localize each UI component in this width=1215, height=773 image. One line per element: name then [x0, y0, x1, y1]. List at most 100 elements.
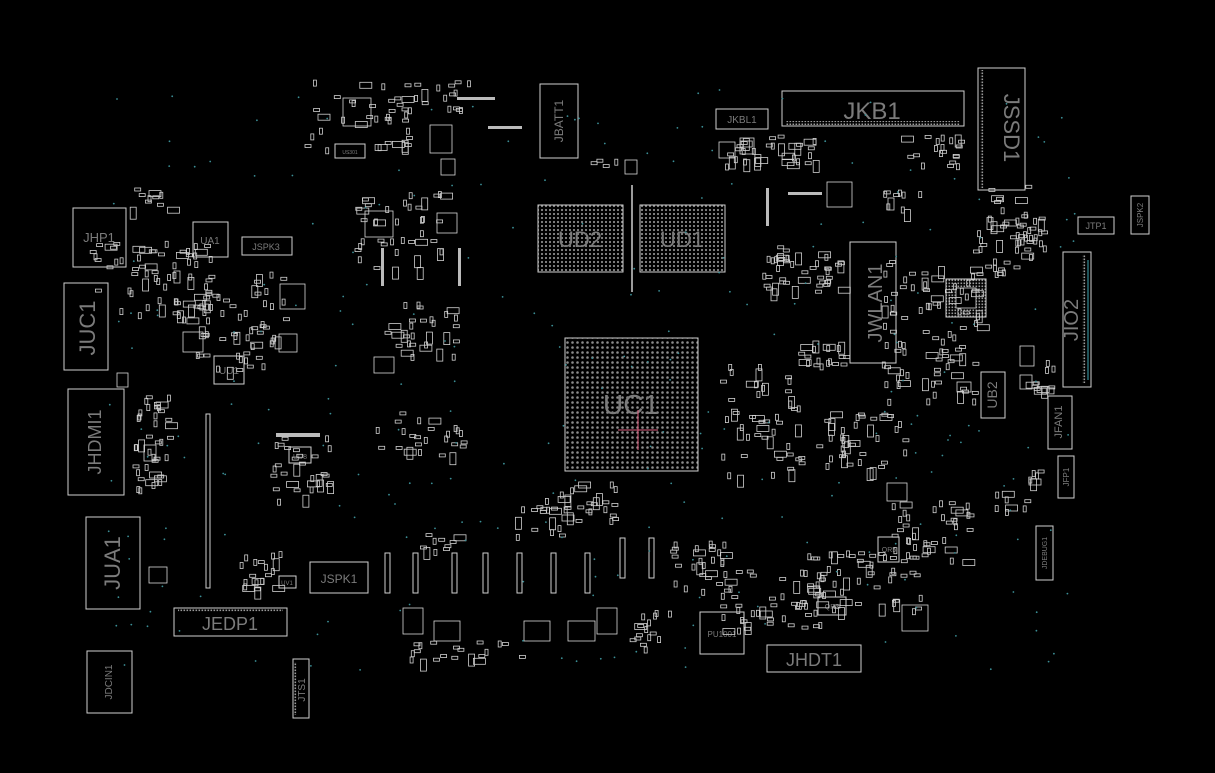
jkbl1-connector: JKBL1 — [715, 108, 769, 130]
passive-component — [197, 305, 205, 310]
via — [413, 194, 416, 197]
passive-component — [451, 655, 459, 660]
passive-component — [147, 448, 152, 456]
passive-component — [953, 518, 958, 526]
passive-component — [781, 152, 795, 160]
passive-component — [823, 590, 836, 598]
passive-component — [139, 264, 147, 269]
passive-component — [205, 289, 213, 294]
passive-component — [708, 548, 716, 552]
uu1-chip: UU1 — [213, 355, 245, 385]
passive-component — [443, 94, 448, 102]
passive-component — [813, 585, 821, 599]
passive-component — [770, 257, 775, 265]
passive-component — [193, 252, 198, 260]
passive-component — [596, 493, 603, 506]
passive-component — [406, 136, 413, 140]
passive-component — [96, 243, 103, 248]
passive-component — [837, 286, 851, 294]
passive-component — [947, 330, 952, 338]
passive-component — [453, 425, 458, 432]
jts1-connector: JTS1 — [292, 658, 310, 719]
passive-component — [826, 345, 831, 352]
via — [1012, 591, 1015, 593]
passive-component — [1024, 499, 1032, 504]
passive-component — [137, 312, 142, 320]
via — [698, 596, 701, 599]
via — [930, 471, 933, 473]
passive-component — [647, 634, 652, 642]
passive-component — [858, 551, 865, 556]
passive-component — [971, 390, 979, 395]
passive-component — [804, 161, 812, 166]
passive-component — [1005, 504, 1018, 512]
passive-component — [766, 255, 771, 263]
passive-component — [772, 282, 779, 296]
passive-component — [898, 340, 902, 348]
passive-component — [787, 466, 795, 471]
via — [1034, 308, 1037, 311]
passive-component — [881, 361, 886, 369]
passive-component — [727, 472, 732, 480]
via — [322, 444, 325, 447]
via — [453, 345, 456, 348]
jfp1-label: JFP1 — [1062, 467, 1071, 486]
passive-component — [923, 542, 931, 547]
passive-component — [274, 442, 279, 450]
via — [601, 387, 603, 390]
passive-component — [809, 265, 817, 270]
passive-component — [740, 454, 748, 458]
passive-component — [94, 258, 102, 262]
passive-component — [804, 602, 808, 610]
passive-component — [1015, 246, 1019, 254]
passive-component — [433, 549, 438, 556]
via — [222, 472, 225, 475]
via — [914, 452, 917, 454]
passive-component — [356, 207, 370, 215]
passive-component — [1031, 470, 1036, 477]
pu1001-chip: PU1001 — [699, 611, 745, 655]
passive-component — [972, 361, 980, 366]
passive-component — [955, 144, 963, 149]
passive-component — [327, 445, 332, 453]
via — [594, 575, 597, 578]
passive-component — [561, 514, 575, 522]
passive-component — [423, 547, 431, 560]
passive-component — [811, 556, 818, 561]
passive-component — [200, 333, 208, 337]
passive-component — [531, 527, 539, 532]
us301-label: US301 — [342, 150, 358, 156]
passive-component — [406, 446, 414, 460]
passive-component — [990, 221, 998, 235]
passive-component — [939, 348, 944, 356]
via — [1012, 478, 1015, 480]
passive-component — [881, 412, 889, 417]
jhp1-label: JHP1 — [83, 230, 115, 245]
via — [669, 379, 671, 381]
passive-component — [176, 312, 181, 320]
passive-component — [613, 486, 618, 494]
passive-component — [392, 266, 399, 280]
passive-component — [421, 197, 429, 211]
passive-component — [1033, 217, 1037, 225]
passive-component — [291, 456, 299, 461]
passive-component — [151, 270, 159, 275]
passive-component — [451, 442, 459, 447]
passive-component — [931, 380, 935, 388]
via — [684, 231, 687, 234]
passive-component — [1001, 490, 1015, 498]
passive-component — [1020, 238, 1025, 246]
passive-component — [354, 248, 362, 253]
passive-component — [909, 271, 916, 276]
via — [683, 501, 686, 503]
passive-component — [249, 573, 257, 578]
jtp1-label: JTP1 — [1085, 221, 1106, 231]
passive-component — [967, 513, 975, 518]
passive-component — [858, 414, 866, 419]
passive-component — [590, 161, 598, 166]
passive-component — [949, 137, 954, 145]
via — [725, 555, 728, 558]
passive-component — [1021, 252, 1035, 260]
passive-component — [602, 164, 610, 168]
passive-component — [159, 191, 164, 199]
